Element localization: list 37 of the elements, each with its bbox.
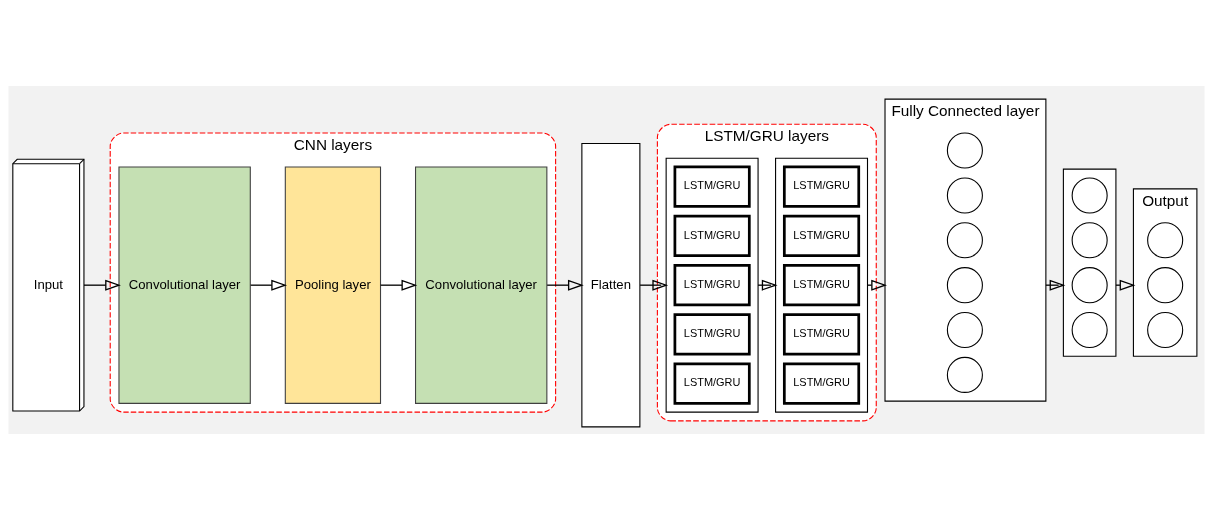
cluster	[1062, 168, 1117, 357]
arrow	[380, 279, 418, 291]
node-box: Convolutional layer	[118, 166, 251, 404]
cluster: Fully Connected layer	[884, 98, 1047, 402]
node-circle	[946, 222, 983, 259]
arrow	[250, 279, 288, 291]
node-box: Flatten	[581, 142, 641, 428]
node-circle	[1147, 312, 1184, 349]
cluster	[775, 157, 869, 413]
node-box: LSTM/GRU	[673, 313, 751, 356]
node-circle	[946, 177, 983, 214]
cluster	[665, 157, 759, 413]
node-circle	[946, 132, 983, 169]
node-box: Convolutional layer	[415, 166, 548, 404]
arrow	[83, 279, 121, 291]
node-box: LSTM/GRU	[782, 214, 861, 257]
node-circle	[1071, 177, 1108, 214]
node-box: LSTM/GRU	[673, 165, 751, 208]
node-circle	[946, 312, 983, 349]
node-box: Pooling layer	[284, 166, 382, 404]
node-circle	[1071, 222, 1108, 259]
node-box: LSTM/GRU	[673, 264, 751, 307]
node-box: LSTM/GRU	[782, 264, 861, 307]
node-box: LSTM/GRU	[782, 165, 861, 208]
node-circle	[1071, 267, 1108, 304]
cluster: Output	[1132, 188, 1198, 357]
node-box: LSTM/GRU	[782, 313, 861, 356]
arrow	[639, 279, 669, 291]
node-circle	[1147, 222, 1184, 259]
node-box: LSTM/GRU	[673, 214, 751, 257]
node-box: LSTM/GRU	[673, 362, 751, 405]
node-circle	[946, 267, 983, 304]
arrow	[546, 279, 584, 291]
node-circle	[1071, 312, 1108, 349]
node-circle	[1147, 267, 1184, 304]
node-box: LSTM/GRU	[782, 362, 861, 405]
node-circle	[946, 356, 983, 393]
